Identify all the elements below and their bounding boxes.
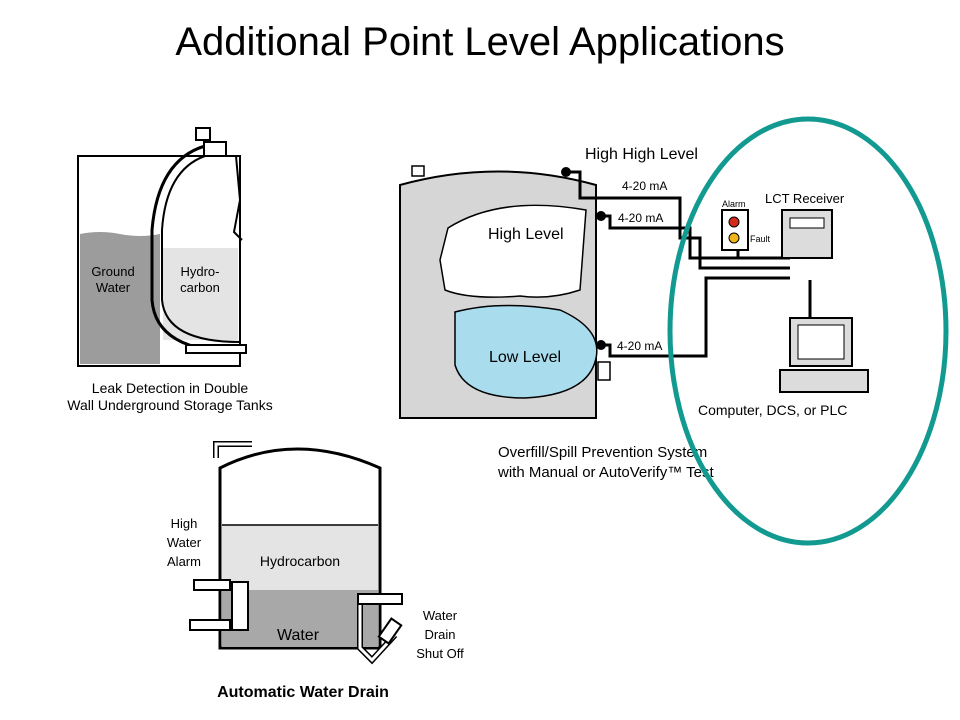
lct-receiver <box>781 209 833 259</box>
label-high-water: Water <box>167 535 202 550</box>
label-hydro: Hydro- <box>180 264 219 279</box>
leak-detection-diagram: Ground Water Hydro- carbon Leak Detectio… <box>67 127 273 413</box>
label-fault: Fault <box>750 234 771 244</box>
label-signal-2: 4-20 mA <box>618 211 663 225</box>
drain-valve-icon <box>357 593 403 605</box>
tank-vent-icon <box>411 165 425 177</box>
water-drain-diagram: Hydrocarbon Water High Water Alarm Water… <box>167 441 464 701</box>
label-carbon: carbon <box>180 280 220 295</box>
ground-water-area <box>80 232 160 364</box>
caption-overfill-1: Overfill/Spill Prevention System <box>498 444 707 461</box>
wire-high <box>601 214 790 260</box>
label-shut-off: Shut Off <box>416 646 464 661</box>
label-high-level: High Level <box>488 226 564 243</box>
wire-low <box>601 276 790 358</box>
fault-light-icon <box>728 232 740 244</box>
label-high-water-alarm: Alarm <box>167 554 201 569</box>
water-sensor-pipe <box>231 581 249 631</box>
inner-tank-wall <box>161 155 241 343</box>
tank-break-line <box>232 155 243 241</box>
caption-leak-1: Leak Detection in Double <box>92 380 249 396</box>
label-water: Water <box>277 627 320 644</box>
label-water-drain-2: Drain <box>424 627 455 642</box>
wire-high-high <box>566 170 790 270</box>
caption-water-drain: Automatic Water Drain <box>217 684 389 701</box>
label-computer: Computer, DCS, or PLC <box>698 402 847 418</box>
label-water: Water <box>96 280 131 295</box>
label-signal-3: 4-20 mA <box>617 339 662 353</box>
sensor-head-icon <box>195 127 211 141</box>
label-receiver: LCT Receiver <box>765 191 845 206</box>
label-high-high-level: High High Level <box>585 146 698 163</box>
label-alarm: Alarm <box>722 199 746 209</box>
shut-off-valve-icon <box>377 617 403 645</box>
computer-base <box>779 369 869 393</box>
label-low-level: Low Level <box>489 349 561 366</box>
receiver-display <box>789 217 825 229</box>
bottom-pipe <box>185 344 247 354</box>
label-hydrocarbon: Hydrocarbon <box>260 553 340 569</box>
label-high: High <box>171 516 198 531</box>
hydrocarbon-layer <box>222 525 378 590</box>
label-water-drain-1: Water <box>423 608 458 623</box>
tank-fitting-icon <box>597 361 611 381</box>
alarm-light-icon <box>728 216 740 228</box>
caption-overfill-2: with Manual or AutoVerify™ Test <box>497 464 714 481</box>
slide-title: Additional Point Level Applications <box>175 20 785 64</box>
caption-leak-2: Wall Underground Storage Tanks <box>67 397 272 413</box>
label-signal-1: 4-20 mA <box>622 179 667 193</box>
upper-liquid-area <box>439 204 587 298</box>
alarm-valve-icon <box>193 579 231 591</box>
hydrocarbon-area <box>163 248 238 340</box>
low-level-area <box>454 304 598 399</box>
overfill-diagram: High High Level High Level Low Level 4-2… <box>399 146 869 481</box>
lower-valve-icon <box>189 619 231 631</box>
valve-icon <box>203 141 227 157</box>
label-ground: Ground <box>91 264 134 279</box>
highlight-ellipse <box>667 116 949 546</box>
monitor-screen <box>797 324 845 360</box>
alarm-panel <box>721 209 749 251</box>
